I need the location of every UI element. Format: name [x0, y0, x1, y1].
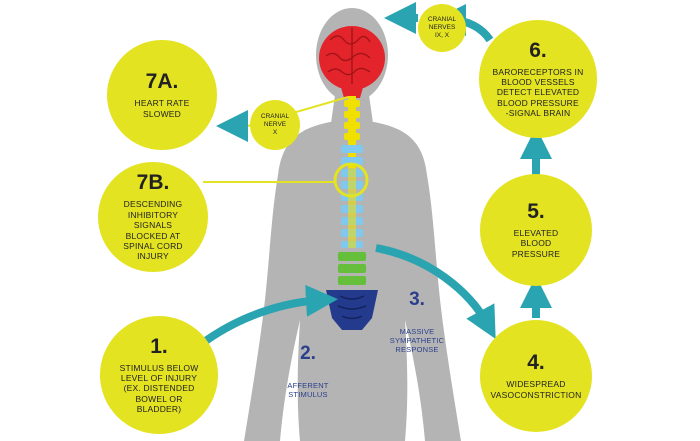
- step-1-number: 1.: [150, 334, 168, 358]
- afferent-stimulus-label: 2. AFFERENT STIMULUS: [272, 326, 344, 417]
- step-6-text: BARORECEPTORS IN BLOOD VESSELS DETECT EL…: [492, 66, 584, 119]
- step-7b-bubble: 7B. DESCENDING INHIBITORY SIGNALS BLOCKE…: [98, 162, 208, 272]
- step-7a-bubble: 7A. HEART RATE SLOWED: [107, 40, 217, 150]
- injury-site-ring: [333, 162, 369, 198]
- cervical-vertebrae: [344, 100, 360, 140]
- sacrum: [326, 290, 378, 330]
- step-1-text: STIMULUS BELOW LEVEL OF INJURY (EX. DIST…: [119, 362, 199, 415]
- step-7a-text: HEART RATE SLOWED: [134, 98, 190, 119]
- spinal-cord: [326, 96, 378, 330]
- step-4-number: 4.: [527, 351, 545, 375]
- cranial-nerves-ix-x-bubble: CRANIAL NERVES IX, X: [418, 4, 466, 52]
- pathway-arrows: [197, 2, 552, 349]
- step-4-text: WIDESPREAD VASOCONSTRICTION: [490, 379, 582, 400]
- step-5-bubble: 5. ELEVATED BLOOD PRESSURE: [480, 174, 592, 286]
- afferent-stimulus-arrow: [197, 284, 338, 349]
- step-7b-text: DESCENDING INHIBITORY SIGNALS BLOCKED AT…: [123, 199, 183, 262]
- step-2-number: 2.: [300, 343, 316, 364]
- brain: [319, 26, 385, 98]
- step-4-bubble: 4. WIDESPREAD VASOCONSTRICTION: [480, 320, 592, 432]
- step-1-bubble: 1. STIMULUS BELOW LEVEL OF INJURY (EX. D…: [100, 316, 218, 434]
- step-3-number: 3.: [409, 289, 425, 310]
- step-5-text: ELEVATED BLOOD PRESSURE: [511, 227, 561, 259]
- step-6-bubble: 6. BARORECEPTORS IN BLOOD VESSELS DETECT…: [479, 20, 597, 138]
- step-6-number: 6.: [529, 38, 547, 62]
- step-7b-number: 7B.: [136, 171, 170, 195]
- sympathetic-response-label: 3. MASSIVE SYMPATHETIC RESPONSE: [372, 272, 462, 372]
- step-2-text: AFFERENT STIMULUS: [287, 381, 329, 399]
- step-7a-number: 7A.: [145, 70, 179, 94]
- sympathetic-response-arrow: [375, 244, 496, 340]
- cranial-nerve-x-bubble: CRANIAL NERVE X: [250, 100, 300, 150]
- step-3-text: MASSIVE SYMPATHETIC RESPONSE: [389, 327, 445, 354]
- lumbar-vertebrae: [338, 252, 366, 285]
- step-5-number: 5.: [527, 199, 545, 223]
